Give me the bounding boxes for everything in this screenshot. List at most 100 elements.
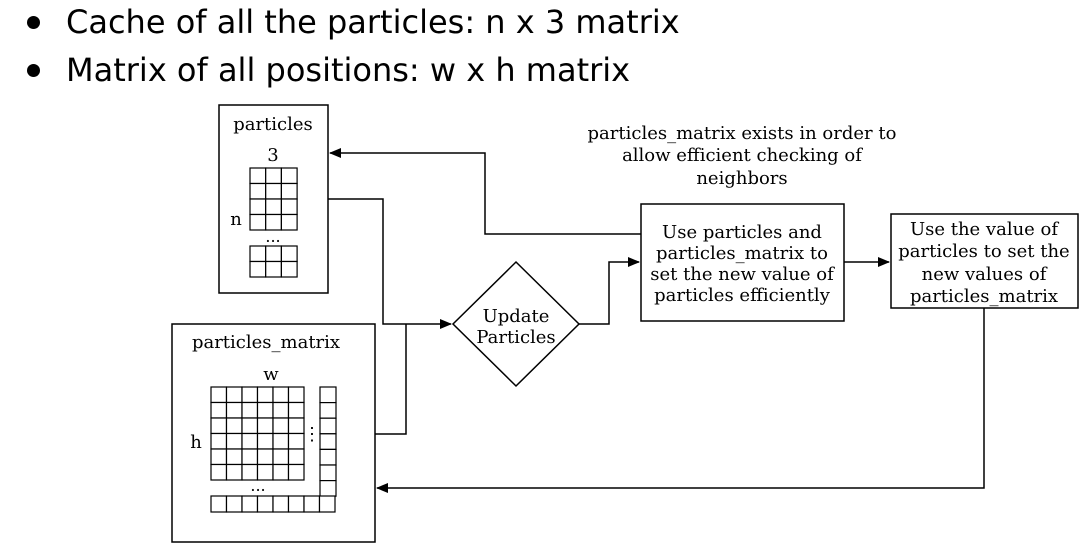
particles-title: particles [233,114,313,135]
grid-cell [210,417,228,435]
decision-line-2: Particles [476,327,555,348]
grid-cell [241,432,259,450]
process-2-line-1: Use the value of [910,219,1059,240]
arrow-update-to-process-1 [579,257,640,325]
grid-cell [256,463,274,481]
grid-cell [256,386,274,404]
grid-cell [280,213,298,231]
grid-cell [256,417,274,435]
grid-cell [287,463,305,481]
grid-cell [272,495,290,513]
particles-ellipsis: ... [265,227,280,246]
arrow-process-2-to-matrix [376,308,985,493]
grid-cell [265,182,283,200]
grid-cell [272,417,290,435]
grid-cell [280,182,298,200]
grid-cell [287,401,305,419]
annotation-line-2: allow efficient checking of [622,145,863,166]
grid-cell [303,495,321,513]
arrow-process-1-to-particles [329,148,641,235]
grid-cell [256,401,274,419]
grid-cell [265,167,283,185]
annotation: particles_matrix exists in order to allo… [588,123,897,189]
particles-grid-tail [249,245,298,278]
grid-cell [319,402,337,419]
bullet-dot [27,16,40,29]
grid-cell [249,182,267,200]
grid-cell [225,417,243,435]
grid-cell [287,495,305,513]
connectors [328,148,985,493]
matrix-col-label: w [263,364,279,385]
grid-cell [241,448,259,466]
process-1-line-3: set the new value of [650,264,835,285]
grid-cell [249,260,267,278]
particles-row-label: n [230,209,242,230]
process-1-line-1: Use particles and [662,222,822,243]
arrow-particles-to-update [328,198,452,329]
grid-cell [241,417,259,435]
grid-cell [319,417,337,435]
process-1-line-4: particles efficiently [654,285,831,306]
grid-cell [319,433,337,450]
process-set-matrix-box: Use the value of particles to set the ne… [890,213,1079,309]
particles-matrix-box: particles_matrix w h ... ⋮ [171,323,376,543]
process-2-line-2: particles to set the [898,241,1069,262]
annotation-line-1: particles_matrix exists in order to [588,123,897,144]
grid-cell [256,448,274,466]
grid-cell [287,432,305,450]
particles-box: particles 3 n ... [218,104,329,294]
grid-cell [280,245,298,263]
matrix-ellipsis-v: ⋮ [303,424,321,445]
matrix-ellipsis-h: ... [250,476,265,495]
matrix-title: particles_matrix [192,332,340,353]
grid-cell [272,386,290,404]
grid-cell [272,448,290,466]
grid-cell [319,386,337,404]
grid-cell [265,260,283,278]
grid-cell [210,386,228,404]
grid-cell [265,245,283,263]
grid-cell [225,463,243,481]
grid-cell [241,495,259,513]
process-2-line-4: particles_matrix [910,286,1058,307]
grid-cell [287,417,305,435]
grid-cell [280,198,298,216]
grid-cell [319,448,337,466]
grid-cell [241,463,259,481]
arrow-matrix-to-update [375,324,407,435]
grid-cell [249,213,267,231]
matrix-grid-right-column [319,386,337,497]
annotation-line-3: neighbors [696,168,787,189]
bullet-text: Matrix of all positions: w x h matrix [66,51,631,89]
grid-cell [225,448,243,466]
grid-cell [241,386,259,404]
grid-cell [265,198,283,216]
grid-cell [256,495,274,513]
grid-cell [249,198,267,216]
matrix-grid-bottom-row [210,495,336,513]
grid-cell [225,401,243,419]
grid-cell [225,432,243,450]
grid-cell [272,401,290,419]
grid-cell [210,463,228,481]
grid-cell [319,464,337,482]
grid-cell [210,401,228,419]
grid-cell [319,480,337,497]
grid-cell [287,448,305,466]
bullet-text: Cache of all the particles: n x 3 matrix [66,3,680,41]
grid-cell [272,432,290,450]
matrix-grid [210,386,305,481]
grid-cell [225,386,243,404]
process-1-line-2: particles_matrix to [656,243,828,264]
grid-cell [287,386,305,404]
process-2-line-3: new values of [922,264,1048,285]
grid-cell [225,495,243,513]
update-particles-decision: Update Particles [451,260,581,388]
grid-cell [210,448,228,466]
particles-grid [249,167,298,231]
grid-cell [318,495,336,513]
matrix-row-label: h [190,432,202,453]
